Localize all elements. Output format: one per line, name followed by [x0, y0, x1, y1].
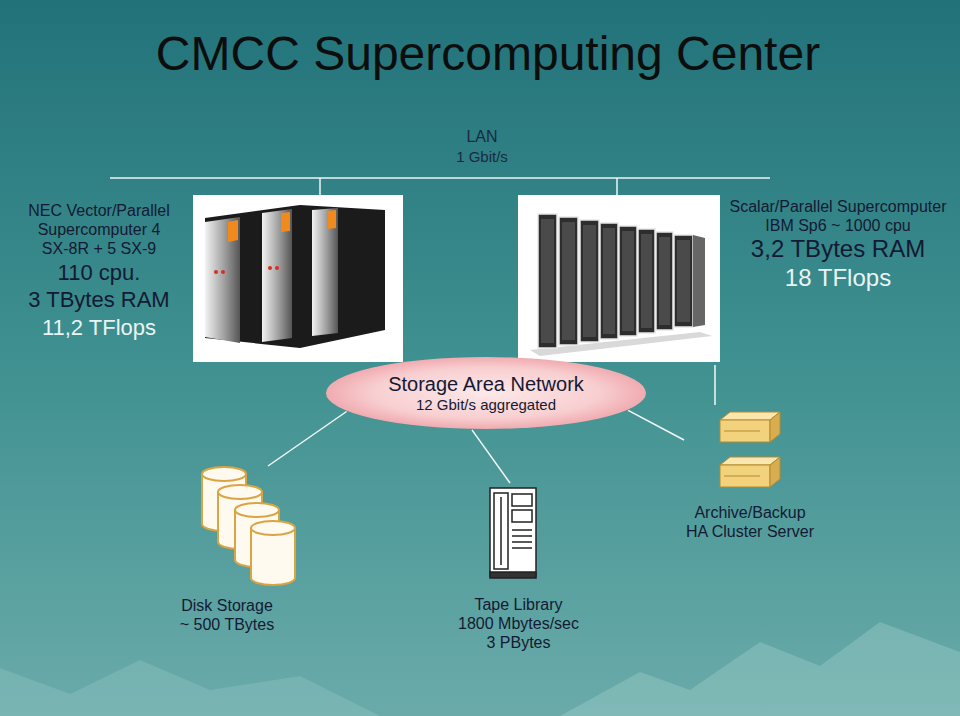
tape-library-icon	[512, 529, 532, 531]
text-group: Storage Area Network12 Gbit/s aggregated	[325, 372, 647, 414]
node-detail: 110 cpu.	[24, 259, 174, 287]
nec-supercomputer-picture	[281, 212, 290, 232]
lan-bus	[110, 178, 770, 195]
tape-library-icon	[490, 488, 536, 578]
tape-library-icon	[512, 535, 532, 537]
tape-library-node: Tape Library 1800 Mbytes/sec 3 PBytes	[455, 483, 582, 658]
text-group: Tape Library 1800 Mbytes/sec 3 PBytes	[455, 595, 582, 653]
tape-library-icon	[494, 493, 508, 569]
network-ellipse: Storage Area Network12 Gbit/s aggregated	[325, 356, 647, 430]
link-line	[268, 412, 347, 467]
node-detail: 3,2 TBytes RAM	[723, 235, 953, 264]
nec-supercomputer-picture	[221, 270, 225, 274]
ibm-supercomputer-picture	[562, 222, 575, 340]
nec-supercomputer-picture	[228, 220, 238, 242]
node-heading: NEC Vector/Parallel Supercomputer 4 SX-8…	[24, 201, 174, 259]
ibm-supercomputer-picture	[518, 195, 720, 362]
network-speed: 1 Gbit/s	[456, 148, 508, 165]
node-heading: Tape Library 1800 Mbytes/sec 3 PBytes	[455, 595, 582, 653]
tape-library-icon	[500, 497, 502, 565]
server-icon	[724, 476, 760, 477]
ibm-supercomputer-picture	[656, 232, 673, 330]
supercomputer-node: NEC Vector/Parallel Supercomputer 4 SX-8…	[8, 195, 404, 363]
server-icon	[720, 420, 770, 442]
ibm-supercomputer-picture	[541, 219, 554, 343]
server-icon	[720, 412, 780, 487]
ellipse-fill	[326, 357, 646, 429]
ibm-supercomputer-picture	[580, 220, 599, 342]
ibm-supercomputer-picture	[677, 240, 690, 322]
nec-supercomputer-picture	[328, 210, 336, 229]
link-line	[628, 410, 684, 440]
nec-supercomputer-picture	[214, 270, 218, 274]
node-heading: Archive/Backup HA Cluster Server	[684, 503, 816, 541]
node-heading: Disk Storage ~ 500 TBytes	[177, 596, 277, 634]
disk-icon	[202, 467, 246, 481]
mountain-silhouette	[0, 660, 380, 716]
storage-node: Disk Storage ~ 500 TBytes	[170, 466, 305, 648]
text-group: Disk Storage ~ 500 TBytes	[177, 596, 277, 634]
lan-bus	[616, 178, 618, 195]
archive-server-node: Archive/Backup HA Cluster Server	[684, 405, 816, 548]
node-heading: Scalar/Parallel Supercomputer IBM Sp6 ~ …	[723, 197, 953, 235]
disk-icon	[251, 528, 295, 585]
tape-library-icon	[512, 494, 532, 506]
tape-library-icon	[512, 541, 532, 543]
disk-icon	[218, 485, 262, 499]
text-group: Scalar/Parallel Supercomputer IBM Sp6 ~ …	[723, 197, 953, 293]
disk-icon	[202, 467, 295, 585]
ibm-supercomputer-picture	[583, 225, 596, 337]
ibm-supercomputer-picture	[619, 226, 637, 336]
nec-supercomputer-picture	[275, 266, 279, 270]
network-name: LAN	[466, 128, 497, 146]
nec-supercomputer-picture	[268, 266, 272, 270]
node-detail: 3 TBytes RAM	[24, 286, 174, 314]
ibm-supercomputer-picture	[674, 235, 693, 327]
node-detail: 11,2 TFlops	[24, 314, 174, 342]
text-group: NEC Vector/Parallel Supercomputer 4 SX-8…	[24, 201, 174, 341]
nec-supercomputer-picture	[193, 195, 403, 362]
link-line	[472, 430, 510, 483]
tape-library-icon	[512, 547, 532, 549]
ibm-supercomputer-picture	[622, 231, 634, 331]
node-heading: Storage Area Network	[325, 372, 647, 396]
nec-supercomputer-picture	[205, 205, 385, 348]
link-line	[714, 365, 716, 405]
server-icon	[720, 465, 770, 487]
tape-library-icon	[490, 572, 536, 578]
title: CMCC Supercomputing Center	[156, 26, 820, 81]
server-icon	[770, 412, 780, 442]
nec-supercomputer-picture	[312, 208, 338, 336]
ibm-supercomputer-picture	[600, 223, 618, 339]
ibm-supercomputer-picture	[603, 228, 615, 334]
node-detail: 18 TFlops	[723, 264, 953, 293]
node-detail: 12 Gbit/s aggregated	[325, 396, 647, 414]
disk-icon	[235, 503, 279, 517]
ibm-supercomputer-picture	[559, 217, 578, 345]
ibm-supercomputer-picture	[693, 235, 705, 327]
server-icon	[770, 457, 780, 487]
text-group: Archive/Backup HA Cluster Server	[684, 503, 816, 541]
server-icon	[724, 431, 760, 432]
ibm-supercomputer-picture	[518, 195, 720, 362]
lan-bus	[319, 178, 321, 195]
tape-library-icon	[490, 488, 536, 576]
nec-supercomputer-picture	[262, 209, 292, 342]
ibm-supercomputer-picture	[638, 229, 655, 333]
supercomputer-node: Scalar/Parallel Supercomputer IBM Sp6 ~ …	[515, 190, 955, 365]
nec-supercomputer-picture	[193, 195, 403, 362]
ibm-supercomputer-picture	[538, 214, 557, 348]
nec-supercomputer-picture	[205, 217, 240, 343]
ibm-supercomputer-picture	[641, 234, 652, 328]
disk-icon	[251, 521, 295, 535]
mountain-silhouette	[560, 622, 960, 716]
ibm-supercomputer-picture	[659, 237, 670, 325]
tape-library-icon	[512, 510, 532, 522]
lan-bus	[110, 177, 770, 179]
